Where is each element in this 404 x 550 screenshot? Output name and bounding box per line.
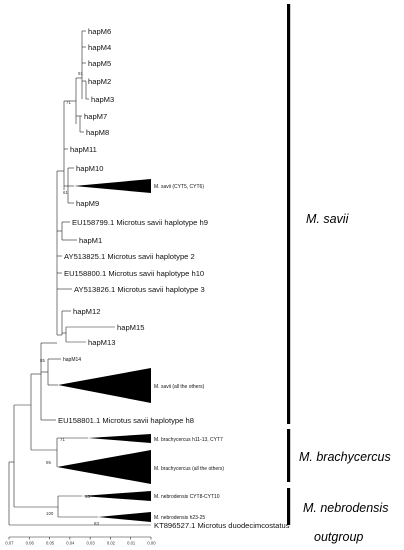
group-label-brachycercus: M. brachycercus xyxy=(299,450,391,464)
tip-ay513826: AY513826.1 Microtus savii haplotype 3 xyxy=(74,285,205,294)
bootstrap-83: 83 xyxy=(94,521,99,526)
tip-savii-cyt: M. savii (CYT5, CYT6) xyxy=(154,184,204,190)
axis-tick-label: 0.00 xyxy=(147,541,156,546)
clade-nebro-h xyxy=(98,512,151,522)
axis-tick-label: 0.01 xyxy=(127,541,136,546)
tip-hapM9: hapM9 xyxy=(76,199,99,208)
bootstrap-100: 100 xyxy=(46,511,54,516)
clade-brachy-h11 xyxy=(88,434,151,443)
axis-tick-label: 0.02 xyxy=(107,541,116,546)
bootstrap-91: 91 xyxy=(78,71,83,76)
tip-hapM2: hapM2 xyxy=(88,77,111,86)
tip-ay513825: AY513825.1 Microtus savii haplotype 2 xyxy=(64,252,195,261)
tip-hapM11: hapM11 xyxy=(70,145,97,154)
tip-hapM7: hapM7 xyxy=(84,112,107,121)
tip-hapM12: hapM12 xyxy=(73,307,100,316)
clade-savii-others xyxy=(58,368,151,403)
clade-savii-cyt xyxy=(74,179,151,193)
brachycercus-bar xyxy=(287,429,291,482)
axis-tick-label: 0.04 xyxy=(66,541,75,546)
bootstrap-values: 91 71 61 85 71 95 93 100 83 xyxy=(40,71,99,526)
tip-hapM8: hapM8 xyxy=(86,128,109,137)
tip-hapM13: hapM13 xyxy=(88,338,115,347)
tip-hapM14: hapM14 xyxy=(63,357,81,363)
bootstrap-71-top: 71 xyxy=(66,100,71,105)
bootstrap-61: 61 xyxy=(63,190,68,195)
collapsed-clades xyxy=(57,179,151,522)
group-label-nebrodensis: M. nebrodensis xyxy=(303,501,388,515)
tip-eu158801: EU158801.1 Microtus savii haplotype h8 xyxy=(58,416,194,425)
nebrodensis-bar xyxy=(287,488,291,525)
bootstrap-95: 95 xyxy=(46,460,51,465)
tip-hapM15: hapM15 xyxy=(117,323,144,332)
tip-hapM3: hapM3 xyxy=(91,95,114,104)
tip-brachy-h11: M. brachycercus h11-13, CYT7 xyxy=(154,437,223,443)
tip-nebro-cyt: M. nebrodensis CYT8-CYT10 xyxy=(154,494,220,500)
savii-bar xyxy=(287,4,291,424)
group-bars xyxy=(287,4,291,525)
tip-nebro-h: M. nebrodensis h23-25 xyxy=(154,515,205,521)
axis-tick-label: 0.07 xyxy=(5,541,14,546)
axis-tick-label: 0.05 xyxy=(46,541,55,546)
group-labels: M. savii M. brachycercus M. nebrodensis … xyxy=(299,212,391,544)
tip-outgroup: KT896527.1 Microtus duodecimcostatus xyxy=(154,521,290,530)
tip-savii-others: M. savii (all the others) xyxy=(154,384,205,390)
tree-branches xyxy=(8,30,151,526)
clade-nebro-cyt xyxy=(82,491,151,501)
clade-brachy-others xyxy=(57,450,151,484)
tip-labels: hapM6 hapM4 hapM5 hapM2 hapM3 hapM7 hapM… xyxy=(58,27,290,530)
tip-hapM1: hapM1 xyxy=(79,236,102,245)
tip-hapM5: hapM5 xyxy=(88,59,111,68)
group-label-outgroup: outgroup xyxy=(314,530,363,544)
bootstrap-71-brachy: 71 xyxy=(60,437,65,442)
bootstrap-85: 85 xyxy=(40,358,45,363)
axis-ticks: 0.07 0.06 0.05 0.04 0.03 0.02 0.01 0.00 xyxy=(5,537,156,546)
tip-hapM10: hapM10 xyxy=(76,164,103,173)
tip-eu158799: EU158799.1 Microtus savii haplotype h9 xyxy=(72,218,208,227)
tip-eu158800: EU158800.1 Microtus savii haplotype h10 xyxy=(64,269,204,278)
tip-hapM6: hapM6 xyxy=(88,27,111,36)
tip-hapM4: hapM4 xyxy=(88,43,111,52)
axis-tick-label: 0.06 xyxy=(26,541,35,546)
group-label-savii: M. savii xyxy=(306,212,350,226)
distance-axis: 0.07 0.06 0.05 0.04 0.03 0.02 0.01 0.00 xyxy=(5,536,156,546)
tip-brachy-others: M. brachycercus (all the others) xyxy=(154,466,224,472)
bootstrap-93: 93 xyxy=(85,494,90,499)
axis-tick-label: 0.03 xyxy=(87,541,96,546)
